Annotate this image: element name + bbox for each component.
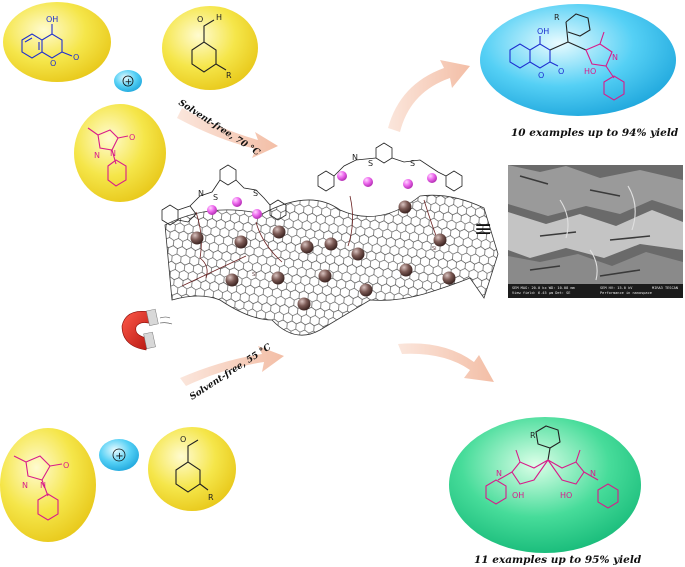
sem-image [508, 165, 683, 298]
atom-n2-b: N [40, 481, 46, 490]
bubble-product-bottom: R OH HO N N [449, 417, 641, 553]
product-top-oh: OH [537, 27, 549, 36]
arrow-to-product-top [388, 60, 470, 132]
yield-bottom: 11 examples up to 95% yield [474, 554, 642, 566]
plus-top: + [114, 70, 142, 92]
equals-symbol: ≡ [474, 217, 492, 242]
atom-r-top: R [226, 71, 232, 80]
atom-s-site2a: S [368, 159, 373, 168]
sem-meta-line3: SEM HV: 15.0 kV [600, 286, 633, 290]
arrow-to-catalyst-top [177, 108, 278, 158]
plus-bottom: + [99, 439, 139, 471]
atom-h-aldehyde: H [216, 13, 222, 22]
arrow-to-catalyst-bottom [180, 346, 284, 386]
product-bottom-r: R [530, 431, 536, 440]
product-bottom-oh: OH [512, 491, 524, 500]
equals-symbol-group: ≡ [474, 217, 492, 242]
product-top-n: N [612, 53, 618, 62]
bubble-benzaldehyde-top: O H R [162, 6, 258, 90]
atom-o-pyrazolone-b: O [63, 461, 69, 470]
bubble-product-top: OH O O R HO N [480, 4, 676, 116]
atom-r-bottom: R [208, 493, 214, 502]
product-top-o-ring: O [538, 71, 544, 80]
plus-symbol-bottom: + [115, 451, 123, 462]
sem-meta-line2: View field: 6.45 μm Det: SE [512, 291, 571, 295]
yield-top: 10 examples up to 94% yield [511, 127, 679, 139]
atom-o-aldehyde-b: O [180, 435, 186, 444]
atom-si-label-2: Si [432, 246, 437, 252]
arrow-to-product-bottom [398, 343, 494, 382]
graphene-catalyst: Si Si N S [161, 142, 499, 336]
bubble-pyrazolone-top: O N N [74, 104, 166, 202]
atom-n-site1: N [198, 189, 204, 198]
product-bottom-n-right: N [590, 469, 596, 478]
product-top-o-carbonyl: O [558, 67, 564, 76]
atom-n2: N [110, 149, 116, 158]
product-bottom-ho: HO [560, 491, 572, 500]
fe3o4-nanoparticles [190, 200, 456, 311]
product-top-r: R [554, 13, 560, 22]
atom-n-site2: N [352, 153, 358, 162]
atom-o-carbonyl: O [73, 53, 79, 62]
product-bottom-n-left: N [496, 469, 502, 478]
bubble-benzaldehyde-bottom: O R [148, 427, 236, 511]
atom-o-ring: O [50, 59, 56, 68]
atom-s-site1a: S [213, 193, 218, 202]
atom-oh: OH [46, 15, 58, 24]
sem-meta-line4: Performance in nanospace [600, 291, 652, 295]
atom-s-site1b: S [253, 189, 258, 198]
atom-si-label: Si [252, 272, 257, 278]
bubble-pyrazolone-bottom: O N N [0, 428, 96, 542]
atom-n1-b: N [22, 481, 28, 490]
bubble-hydroxycoumarin: OH O O [3, 2, 111, 82]
product-top-ho: HO [584, 67, 596, 76]
plus-symbol: + [125, 78, 133, 88]
atom-s-site2b: S [410, 159, 415, 168]
sem-meta-brand: MIRA3 TESCAN [652, 286, 678, 290]
sem-meta-line1: SEM MAG: 20.0 kx WD: 10.08 mm [512, 286, 575, 290]
atom-n1: N [94, 151, 100, 160]
magnet-icon [121, 308, 173, 351]
condition-top: Solvent-free, 70 °C [176, 98, 262, 159]
atom-o-pyrazolone: O [129, 133, 135, 142]
condition-top-group: Solvent-free, 70 °C [176, 98, 262, 159]
reaction-arrows [177, 60, 494, 386]
atom-o-aldehyde: O [197, 15, 203, 24]
